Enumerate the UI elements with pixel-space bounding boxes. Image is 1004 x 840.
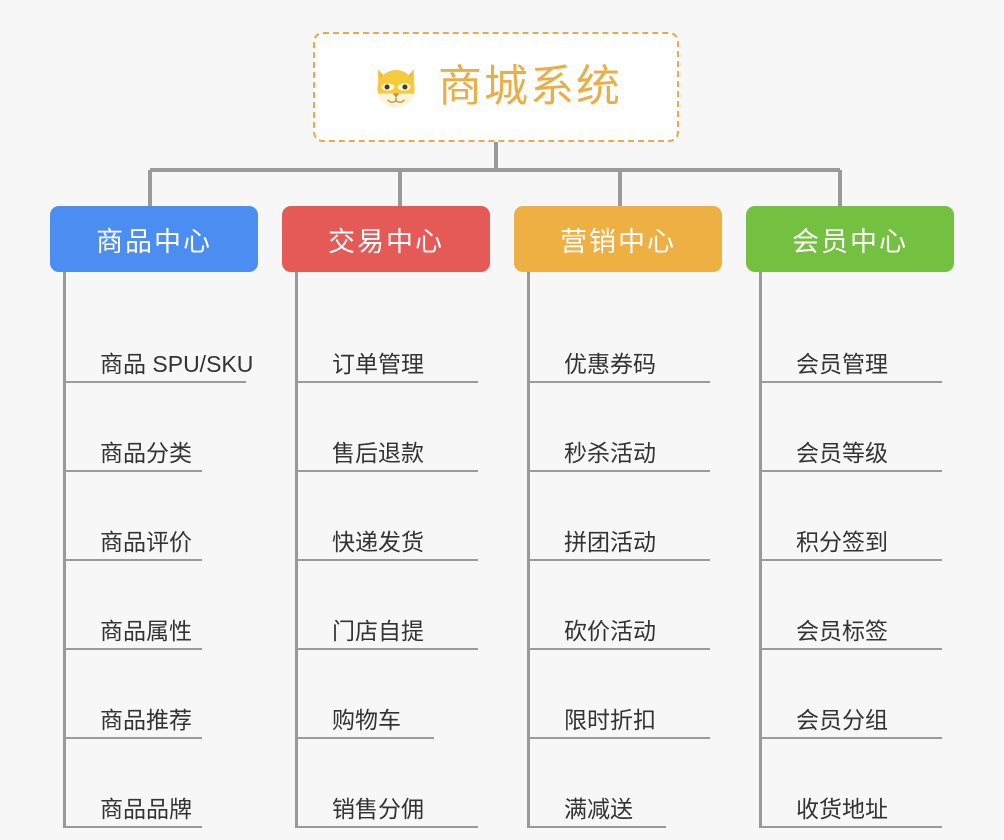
leaf-item[interactable]: 售后退款 — [298, 383, 478, 472]
branch-product: 商品 SPU/SKU 商品分类 商品评价 商品属性 商品推荐 商品品牌 — [63, 272, 258, 828]
leaf-item-label: 快递发货 — [332, 528, 424, 555]
leaf-item-label: 收货地址 — [796, 795, 888, 822]
category-header-marketing[interactable]: 营销中心 — [514, 206, 722, 272]
category-header-member[interactable]: 会员中心 — [746, 206, 954, 272]
leaf-item[interactable]: 商品属性 — [66, 561, 202, 650]
category-header-label: 交易中心 — [328, 226, 444, 257]
leaf-item-label: 优惠券码 — [564, 350, 656, 377]
leaf-item-label: 订单管理 — [332, 350, 424, 377]
leaf-item-label: 商品品牌 — [100, 795, 192, 822]
leaf-item[interactable]: 收货地址 — [762, 739, 942, 828]
category-header-trade[interactable]: 交易中心 — [282, 206, 490, 272]
leaf-item-label: 会员标签 — [796, 617, 888, 644]
leaf-item[interactable]: 满减送 — [530, 739, 666, 828]
branch-trade: 订单管理 售后退款 快递发货 门店自提 购物车 销售分佣 — [295, 272, 490, 828]
category-header-label: 商品中心 — [96, 226, 212, 257]
leaf-item-label: 秒杀活动 — [564, 439, 656, 466]
leaf-item-label: 砍价活动 — [564, 617, 656, 644]
leaf-item[interactable]: 商品评价 — [66, 472, 202, 561]
leaf-item[interactable]: 拼团活动 — [530, 472, 710, 561]
category-columns: 商品中心 商品 SPU/SKU 商品分类 商品评价 商品属性 商品推荐 商品品牌… — [0, 206, 1004, 828]
leaf-item-label: 商品评价 — [100, 528, 192, 555]
leaf-item-label: 限时折扣 — [564, 706, 656, 733]
leaf-item-label: 拼团活动 — [564, 528, 656, 555]
dog-face-icon — [377, 69, 415, 109]
leaf-item[interactable]: 优惠券码 — [530, 294, 710, 383]
leaf-item-label: 商品推荐 — [100, 706, 192, 733]
leaf-item[interactable]: 商品品牌 — [66, 739, 202, 828]
leaf-item-label: 会员分组 — [796, 706, 888, 733]
leaf-item[interactable]: 积分签到 — [762, 472, 942, 561]
category-column-member: 会员中心 会员管理 会员等级 积分签到 会员标签 会员分组 收货地址 — [746, 206, 954, 828]
root-node[interactable]: 商城系统 — [313, 32, 679, 142]
category-column-trade: 交易中心 订单管理 售后退款 快递发货 门店自提 购物车 销售分佣 — [282, 206, 490, 828]
leaf-item-label: 购物车 — [332, 706, 401, 733]
leaf-item[interactable]: 秒杀活动 — [530, 383, 710, 472]
leaf-item[interactable]: 会员分组 — [762, 650, 942, 739]
root-title: 商城系统 — [438, 62, 622, 111]
leaf-item[interactable]: 订单管理 — [298, 294, 478, 383]
branch-member: 会员管理 会员等级 积分签到 会员标签 会员分组 收货地址 — [759, 272, 954, 828]
branch-marketing: 优惠券码 秒杀活动 拼团活动 砍价活动 限时折扣 满减送 — [527, 272, 722, 828]
category-column-marketing: 营销中心 优惠券码 秒杀活动 拼团活动 砍价活动 限时折扣 满减送 — [514, 206, 722, 828]
leaf-item-label: 满减送 — [564, 795, 633, 822]
leaf-item[interactable]: 购物车 — [298, 650, 434, 739]
category-column-product: 商品中心 商品 SPU/SKU 商品分类 商品评价 商品属性 商品推荐 商品品牌 — [50, 206, 258, 828]
leaf-item-label: 销售分佣 — [332, 795, 424, 822]
category-header-product[interactable]: 商品中心 — [50, 206, 258, 272]
leaf-item[interactable]: 商品推荐 — [66, 650, 202, 739]
leaf-item-label: 积分签到 — [796, 528, 888, 555]
leaf-item-label: 门店自提 — [332, 617, 424, 644]
category-header-label: 会员中心 — [792, 226, 908, 257]
leaf-item-label: 售后退款 — [332, 439, 424, 466]
leaf-item-label: 商品分类 — [100, 439, 192, 466]
leaf-item[interactable]: 会员标签 — [762, 561, 942, 650]
leaf-item[interactable]: 会员管理 — [762, 294, 942, 383]
leaf-item[interactable]: 商品 SPU/SKU — [66, 294, 253, 383]
leaf-item[interactable]: 销售分佣 — [298, 739, 478, 828]
category-header-label: 营销中心 — [560, 226, 676, 257]
leaf-item[interactable]: 门店自提 — [298, 561, 478, 650]
leaf-item-label: 商品属性 — [100, 617, 192, 644]
leaf-item-label: 会员管理 — [796, 350, 888, 377]
leaf-item[interactable]: 商品分类 — [66, 383, 202, 472]
leaf-item[interactable]: 会员等级 — [762, 383, 942, 472]
leaf-item[interactable]: 限时折扣 — [530, 650, 710, 739]
leaf-item[interactable]: 快递发货 — [298, 472, 478, 561]
leaf-item-label: 会员等级 — [796, 439, 888, 466]
leaf-item[interactable]: 砍价活动 — [530, 561, 710, 650]
leaf-item-label: 商品 SPU/SKU — [100, 350, 254, 377]
